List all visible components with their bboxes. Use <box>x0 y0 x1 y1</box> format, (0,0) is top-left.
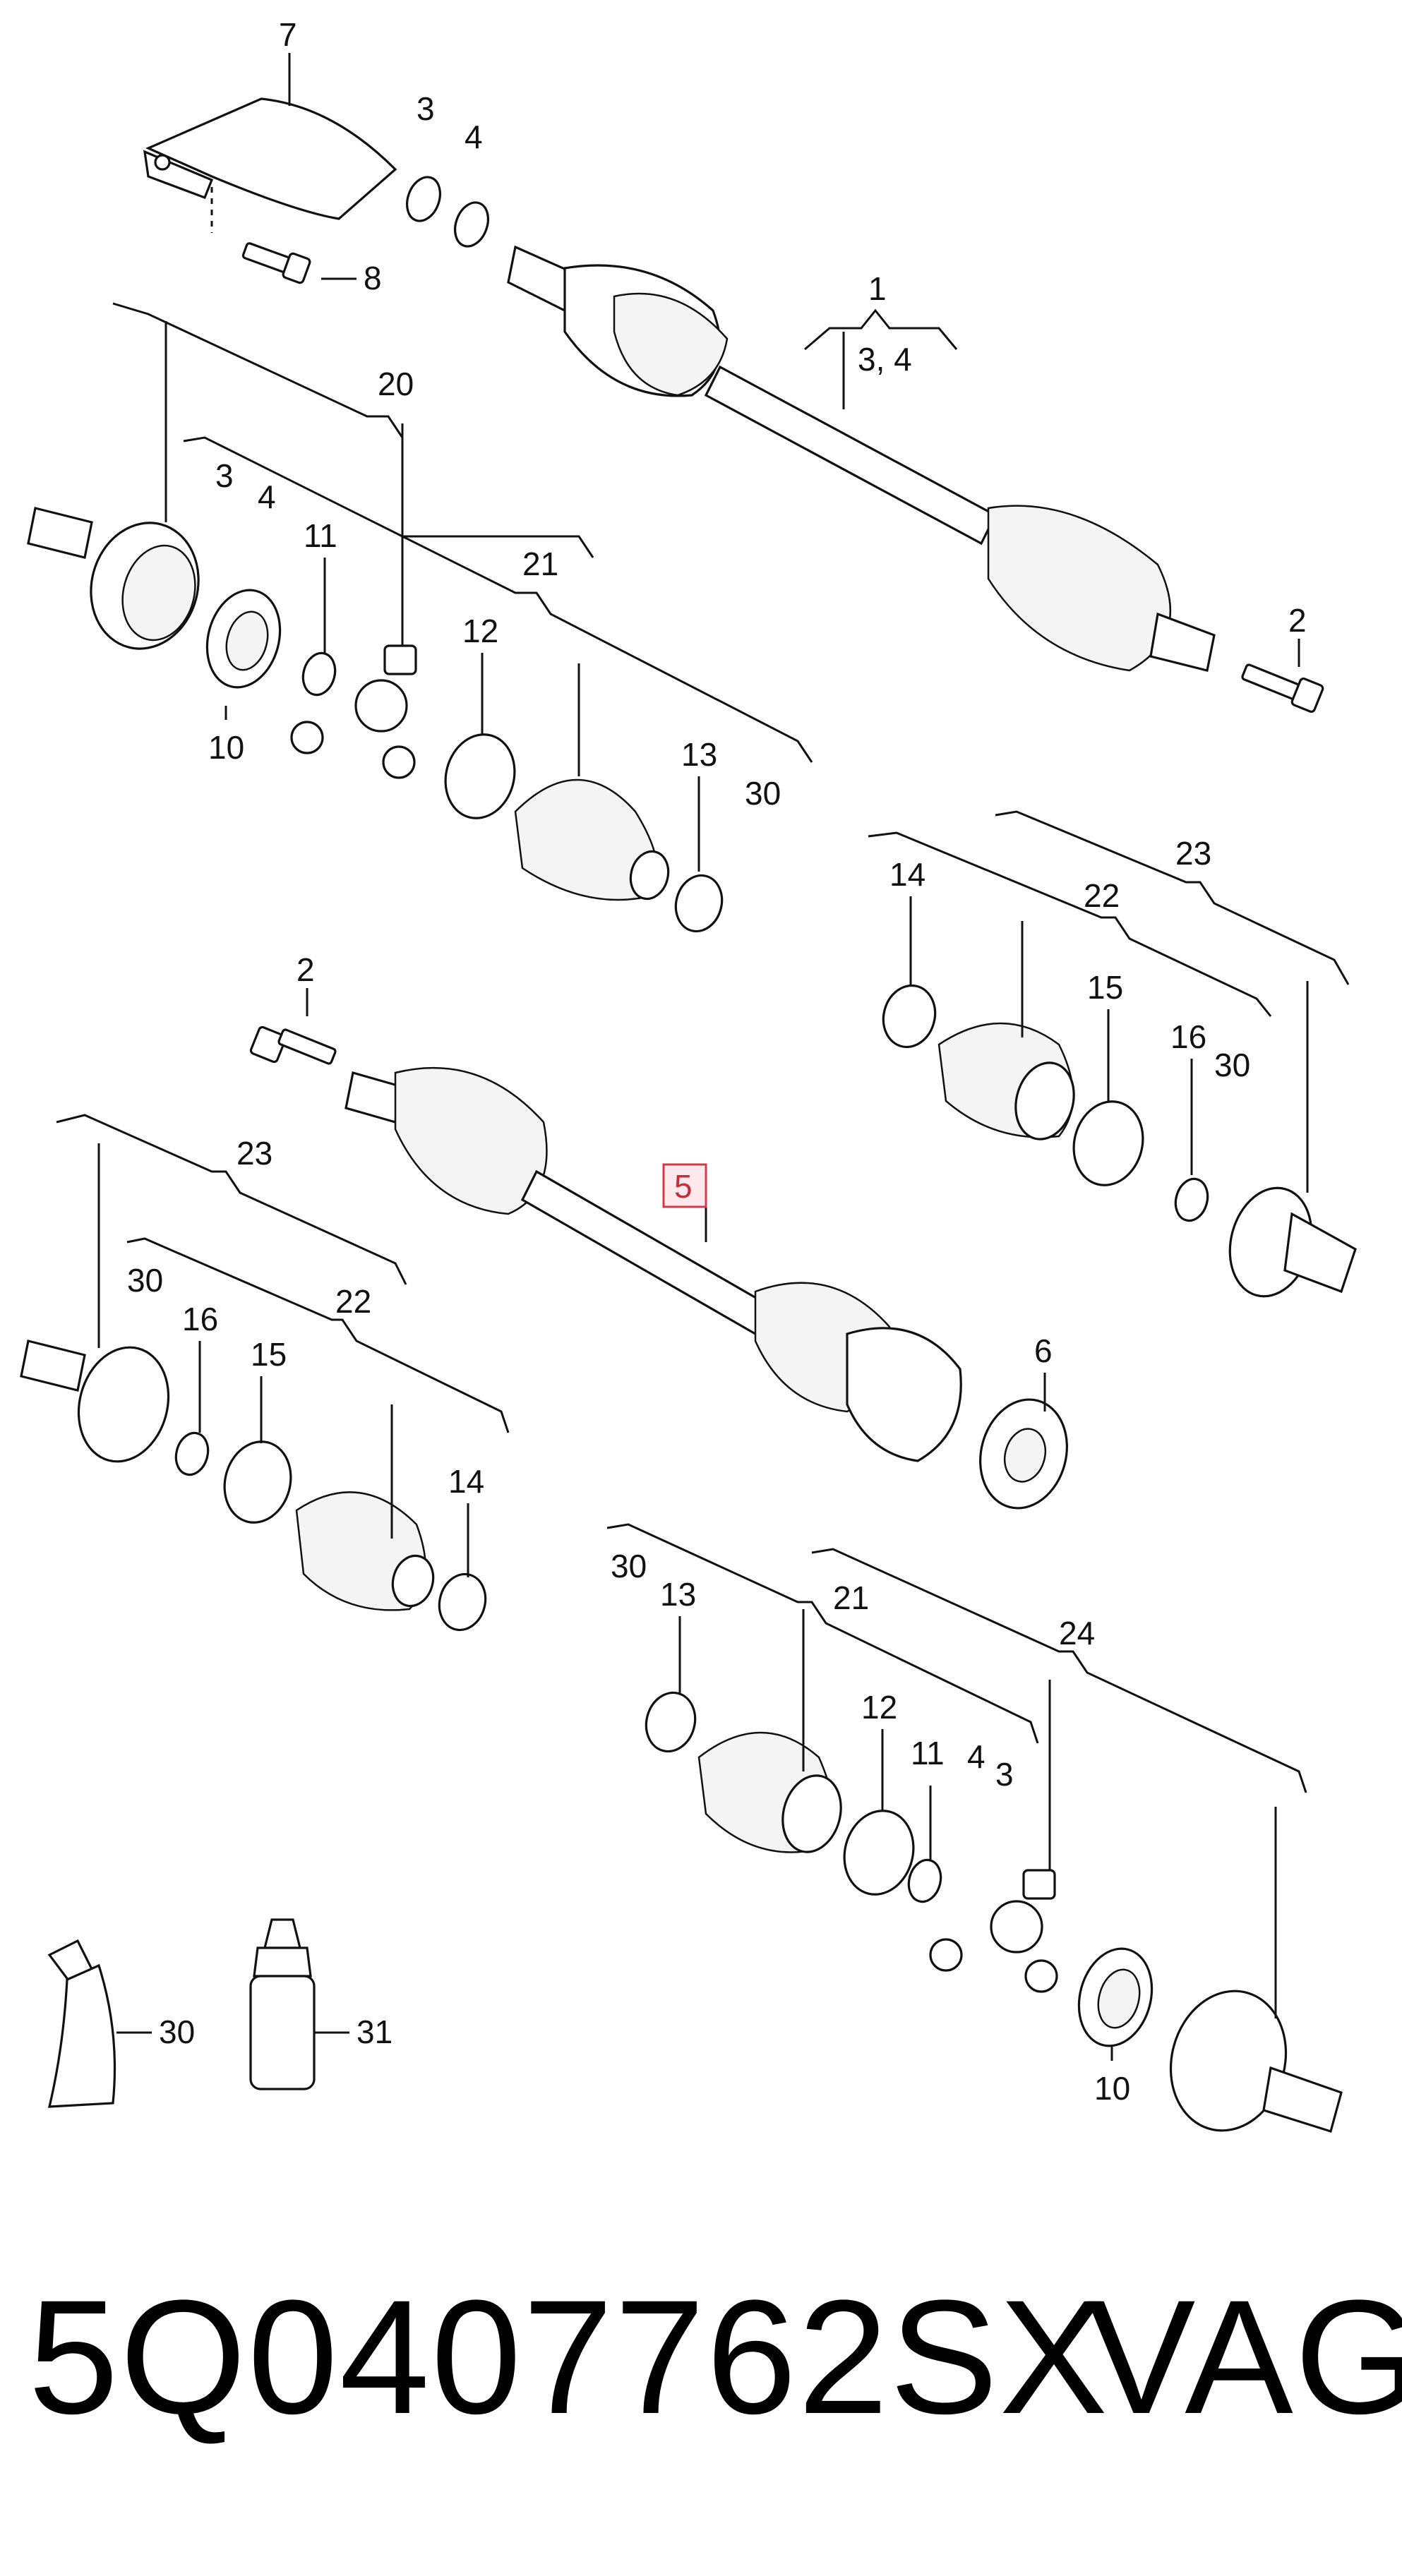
callout-4: 4 <box>258 479 276 515</box>
callout-30: 30 <box>611 1548 647 1584</box>
part-number: 5Q0407762SX <box>28 2266 1110 2448</box>
callout-31: 31 <box>357 2014 393 2050</box>
callout-13: 13 <box>681 736 717 773</box>
boot-left <box>295 1491 435 1611</box>
callout-23: 23 <box>1175 835 1211 872</box>
boot-top <box>514 778 670 901</box>
callout-22: 22 <box>1084 877 1120 914</box>
inner-joint-left <box>20 1340 170 1463</box>
callout-labels: 7 3 4 8 1 3, 4 20 3 4 11 21 2 12 10 13 3… <box>127 16 1307 2107</box>
bolt-8 <box>241 242 311 284</box>
grease-bottle-31 <box>249 1918 316 2090</box>
clamp-13-bottom <box>645 1691 697 1753</box>
callout-3: 3 <box>215 457 234 494</box>
callout-11: 11 <box>304 517 337 554</box>
callout-14: 14 <box>889 856 925 893</box>
callout-30: 30 <box>127 1262 163 1299</box>
clamp-14-left <box>438 1572 487 1632</box>
bolt-2-middle <box>249 1025 337 1065</box>
callout-7: 7 <box>279 16 297 53</box>
clamp-15-left <box>223 1440 292 1524</box>
leader-lines <box>56 53 1350 2061</box>
callout-24: 24 <box>1059 1615 1095 1651</box>
circlip-3-top <box>406 176 441 222</box>
callout-2: 2 <box>1288 602 1307 639</box>
outer-joint-housing-top <box>27 507 200 650</box>
inner-joint-right <box>1228 1186 1357 1298</box>
callout-21: 21 <box>833 1579 869 1616</box>
callout-8: 8 <box>364 260 382 296</box>
callout-12: 12 <box>861 1689 897 1726</box>
callout-3: 3 <box>417 90 435 127</box>
boot-right <box>937 1022 1075 1140</box>
tripod-bottom <box>929 1869 1058 1993</box>
callout-30: 30 <box>159 2014 195 2050</box>
circlip-16-left <box>174 1431 210 1476</box>
clamp-15-right <box>1072 1100 1144 1186</box>
callout-16: 16 <box>1170 1018 1206 1055</box>
callout-22: 22 <box>335 1283 371 1320</box>
callout-20: 20 <box>378 366 414 402</box>
callout-15: 15 <box>1087 969 1123 1006</box>
callout-3: 3 <box>995 1756 1014 1793</box>
circlip-16-right <box>1174 1177 1209 1222</box>
callout-16: 16 <box>182 1301 218 1337</box>
clamp-13-top <box>674 874 724 933</box>
callout-30: 30 <box>745 775 781 812</box>
callout-30: 30 <box>1214 1047 1250 1083</box>
callout-1: 1 <box>868 270 887 307</box>
callout-14: 14 <box>448 1463 484 1500</box>
callout-5-highlight <box>662 1163 707 1208</box>
clamp-12-bottom <box>843 1810 915 1896</box>
callout-13: 13 <box>660 1576 696 1613</box>
circlip-11-bottom <box>907 1858 942 1903</box>
callout-4: 4 <box>967 1738 985 1775</box>
clamp-12-top <box>444 733 516 819</box>
callout-11: 11 <box>911 1735 945 1771</box>
flange-10-top <box>205 589 282 689</box>
flange-6 <box>979 1398 1068 1510</box>
callout-10: 10 <box>1094 2070 1130 2107</box>
callout-15: 15 <box>251 1336 287 1373</box>
brand-name: VAG <box>1087 2266 1402 2448</box>
circlip-11-top <box>301 651 337 697</box>
boot-bottom <box>697 1731 842 1853</box>
flange-10-bottom <box>1077 1947 1154 2047</box>
callout-23: 23 <box>236 1135 272 1172</box>
tripod-top <box>290 644 417 779</box>
drive-shaft-1 <box>507 245 1216 672</box>
callout-2: 2 <box>296 951 315 988</box>
grease-tube-30 <box>47 1939 116 2108</box>
clamp-14-right <box>882 984 937 1049</box>
bolt-2-top <box>1241 663 1324 714</box>
drive-shaft-5 <box>344 1066 962 1462</box>
callout-4: 4 <box>465 119 483 155</box>
callout-6: 6 <box>1034 1332 1053 1369</box>
callout-5: 5 <box>674 1168 693 1205</box>
callout-3-4: 3, 4 <box>858 341 912 378</box>
heat-shield-7 <box>143 97 397 220</box>
callout-12: 12 <box>462 613 498 649</box>
callout-10: 10 <box>208 729 244 766</box>
ring-4-top <box>454 201 489 248</box>
footer-caption: 5Q0407762SX VAG <box>0 2266 1402 2448</box>
outer-joint-housing-bottom <box>1169 1990 1343 2133</box>
callout-21: 21 <box>522 546 558 582</box>
